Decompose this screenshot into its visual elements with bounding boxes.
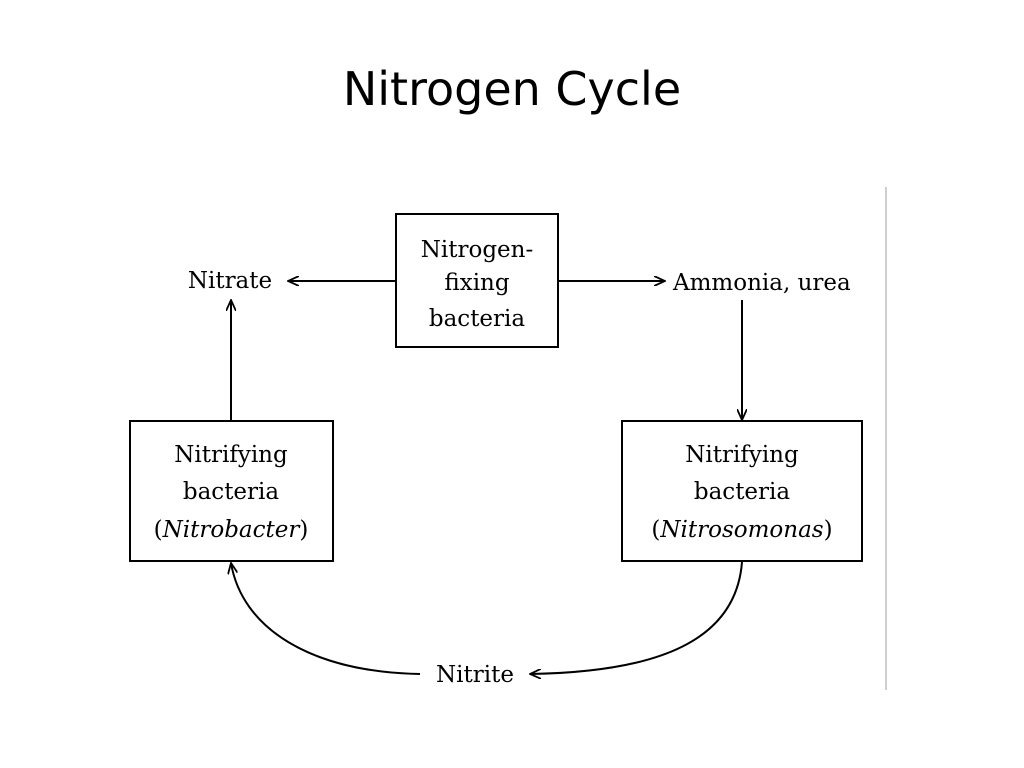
genus-nitrobacter: Nitrobacter	[162, 517, 302, 543]
box-fixing-line-3: bacteria	[429, 306, 526, 332]
box-nitrifying-nitrosomonas: Nitrifying bacteria (Nitrosomonas)	[621, 420, 863, 562]
box-nitrobacter-line-3: (Nitrobacter)	[154, 517, 309, 543]
box-nitrobacter-line-1: Nitrifying	[174, 442, 288, 468]
box-nitrosomonas-line-3: (Nitrosomonas)	[651, 517, 832, 543]
paren-close: )	[299, 517, 308, 543]
paren-close: )	[824, 517, 833, 543]
paren-open: (	[651, 517, 660, 543]
box-nitrogen-fixing-bacteria: Nitrogen- fixing bacteria	[395, 213, 559, 348]
box-nitrosomonas-line-2: bacteria	[694, 479, 791, 505]
box-fixing-line-2: fixing	[444, 270, 509, 296]
arrow-nitrosomonas-to-nitrite	[530, 561, 743, 674]
arrow-nitrite-to-nitrobacter	[231, 563, 421, 675]
box-nitrobacter-line-2: bacteria	[183, 479, 280, 505]
box-fixing-line-1: Nitrogen-	[421, 237, 533, 263]
paren-open: (	[154, 517, 163, 543]
label-nitrate: Nitrate	[188, 268, 272, 294]
page-title: Nitrogen Cycle	[342, 62, 682, 116]
box-nitrifying-nitrobacter: Nitrifying bacteria (Nitrobacter)	[129, 420, 334, 562]
box-nitrosomonas-line-1: Nitrifying	[685, 442, 799, 468]
genus-nitrosomonas: Nitrosomonas	[659, 517, 823, 543]
label-ammonia-urea: Ammonia, urea	[672, 270, 851, 296]
label-nitrite: Nitrite	[436, 662, 514, 688]
